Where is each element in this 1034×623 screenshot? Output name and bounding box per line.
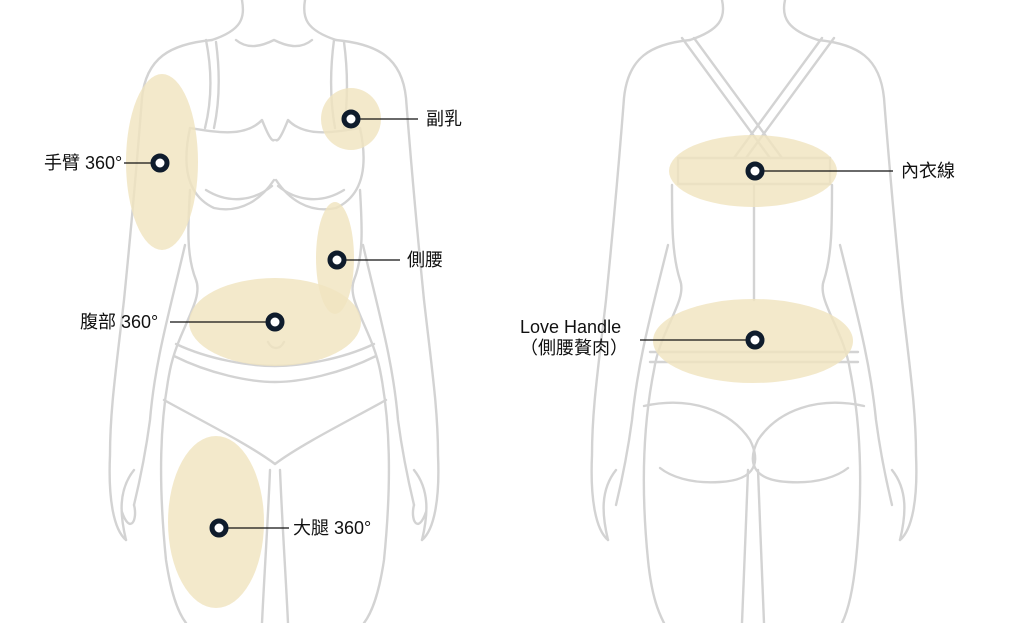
flank-label: 側腰	[407, 250, 443, 270]
thigh-marker-icon[interactable]	[209, 518, 229, 538]
side-breast-label: 副乳	[426, 109, 462, 129]
love-handle-label: Love Handle （側腰贅肉）	[520, 317, 628, 359]
arm-marker-icon[interactable]	[150, 153, 170, 173]
side-breast-marker-icon[interactable]	[341, 109, 361, 129]
abdomen-marker-icon[interactable]	[265, 312, 285, 332]
bra-line-marker-icon[interactable]	[745, 161, 765, 181]
love-handle-subtitle: （側腰贅肉）	[520, 338, 628, 358]
bra-line-label: 內衣線	[901, 161, 955, 181]
love-handle-title: Love Handle	[520, 317, 622, 337]
flank-marker-icon[interactable]	[327, 250, 347, 270]
front-figure	[108, 0, 440, 623]
thigh-label: 大腿 360°	[293, 518, 372, 538]
markers	[150, 109, 765, 538]
leader-lines	[124, 118, 893, 529]
love-handle-marker-icon[interactable]	[745, 330, 765, 350]
arm-label: 手臂 360°	[44, 153, 123, 173]
abdomen-label: 腹部 360°	[80, 312, 159, 332]
